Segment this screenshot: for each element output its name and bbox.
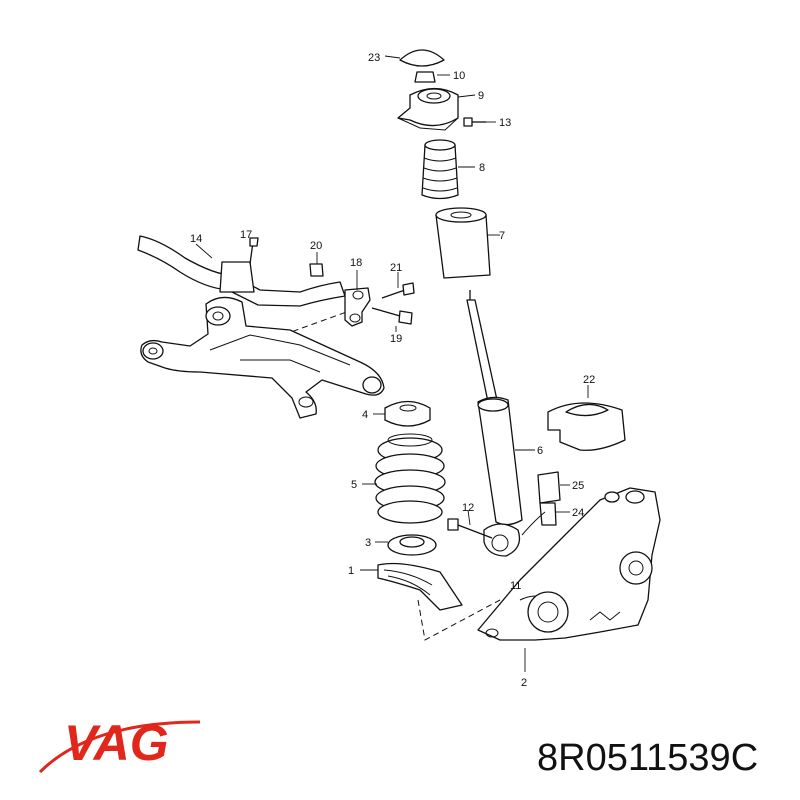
part-number: 8R0511539C <box>537 737 758 779</box>
callout-4: 4 <box>362 409 368 421</box>
part-10-nut <box>414 71 450 83</box>
part-4-spring-seat <box>373 400 431 427</box>
part-3-lower-spring-seat <box>375 534 437 556</box>
callout-11: 11 <box>510 580 521 592</box>
part-6-shock-absorber <box>466 290 535 557</box>
callout-labels: 23 10 9 13 8 7 14 17 20 18 21 19 22 4 6 … <box>190 52 595 689</box>
part-12-bolt <box>447 509 493 539</box>
callout-17: 17 <box>240 229 252 241</box>
callout-25: 25 <box>572 480 584 492</box>
part-2-wheel-carrier <box>477 487 661 672</box>
assembly-lines <box>254 309 501 641</box>
part-8-bump-stop <box>421 139 475 200</box>
part-23-cap <box>384 49 445 67</box>
part-1-spring-pad <box>360 562 463 611</box>
part-20-nut <box>309 252 324 277</box>
part-13-bolt <box>463 117 496 127</box>
callout-22: 22 <box>583 374 595 386</box>
part-9-top-mount <box>397 87 476 131</box>
callout-6: 6 <box>537 445 543 457</box>
callout-18: 18 <box>350 257 362 269</box>
logo-swoosh <box>38 720 201 774</box>
part-18-coupling-link <box>344 270 371 327</box>
callout-3: 3 <box>365 537 371 549</box>
callout-2: 2 <box>521 677 527 689</box>
callout-9: 9 <box>478 90 484 102</box>
callout-13: 13 <box>499 117 511 129</box>
part-25-sensor <box>537 471 570 504</box>
part-24-sensor-bracket <box>521 502 570 536</box>
callout-19: 19 <box>390 333 402 345</box>
part-17-clamp <box>219 237 259 293</box>
callout-23: 23 <box>368 52 380 64</box>
callout-12: 12 <box>462 502 474 514</box>
part-5-coil-spring <box>362 433 446 524</box>
callout-20: 20 <box>310 240 322 252</box>
brand-name: VAG <box>64 715 169 771</box>
callout-5: 5 <box>351 479 357 491</box>
vag-logo: VAG <box>38 715 201 774</box>
lower-control-arm <box>140 296 385 419</box>
callout-10: 10 <box>453 70 465 82</box>
part-22-bushing <box>547 385 626 451</box>
part-7-dust-boot <box>435 207 500 279</box>
callout-7: 7 <box>499 230 505 242</box>
callout-8: 8 <box>479 162 485 174</box>
part-19-bolt <box>371 307 413 332</box>
callout-14: 14 <box>190 233 202 245</box>
callout-21: 21 <box>390 262 402 274</box>
part-21-bolt <box>381 272 415 299</box>
callout-1: 1 <box>348 565 354 577</box>
callout-24: 24 <box>572 507 584 519</box>
